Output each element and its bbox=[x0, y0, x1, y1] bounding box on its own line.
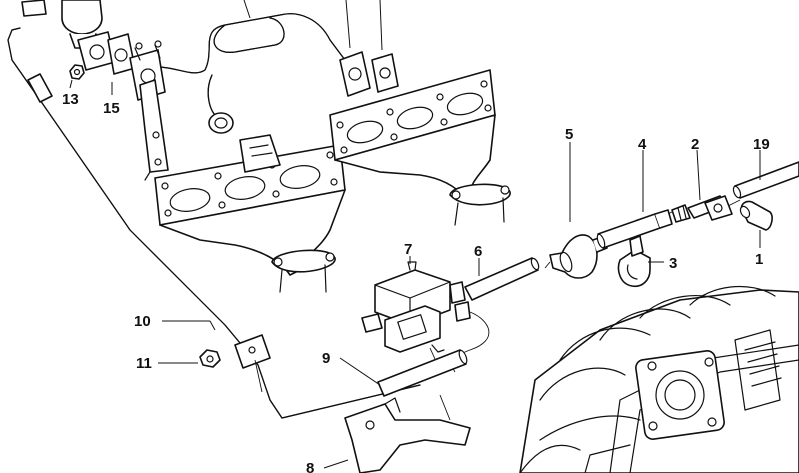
callout-19: 19 bbox=[753, 136, 770, 153]
callout-8: 8 bbox=[306, 460, 314, 473]
callout-leaders bbox=[69, 0, 761, 469]
bracket-8 bbox=[344, 397, 471, 473]
air-pipe bbox=[139, 13, 399, 134]
exhaust-manifold-right bbox=[329, 69, 511, 226]
callout-13: 13 bbox=[62, 91, 79, 108]
tube-19 bbox=[732, 161, 799, 199]
connector-2 bbox=[671, 195, 733, 223]
intake-manifold bbox=[519, 285, 799, 473]
solenoid-valve-7 bbox=[361, 261, 471, 353]
callout-10: 10 bbox=[134, 313, 151, 330]
exhaust-manifold-left bbox=[154, 134, 346, 293]
callout-1: 1 bbox=[755, 251, 763, 268]
hose-top-left bbox=[21, 0, 47, 17]
hose-4 bbox=[596, 209, 673, 249]
hose-9 bbox=[377, 349, 468, 397]
callout-6: 6 bbox=[474, 243, 482, 260]
callout-5: 5 bbox=[565, 126, 573, 143]
nut-13 bbox=[69, 64, 85, 80]
callout-15: 15 bbox=[103, 100, 120, 117]
callout-11: 11 bbox=[136, 355, 152, 372]
vacuum-line-10 bbox=[7, 27, 421, 419]
mounting-bracket bbox=[139, 79, 169, 181]
callout-3: 3 bbox=[669, 255, 677, 272]
callout-9: 9 bbox=[322, 350, 330, 367]
cap-1 bbox=[739, 200, 773, 231]
callout-2: 2 bbox=[691, 136, 699, 153]
hose-6 bbox=[464, 257, 540, 301]
callout-4: 4 bbox=[638, 136, 647, 153]
callout-7: 7 bbox=[404, 241, 412, 258]
air-valve-assembly bbox=[61, 0, 166, 101]
callout-labels: 19 2 4 5 6 7 1 3 10 11 9 8 15 13 bbox=[62, 91, 770, 473]
nut-11 bbox=[199, 349, 221, 368]
clip-3 bbox=[617, 235, 651, 288]
